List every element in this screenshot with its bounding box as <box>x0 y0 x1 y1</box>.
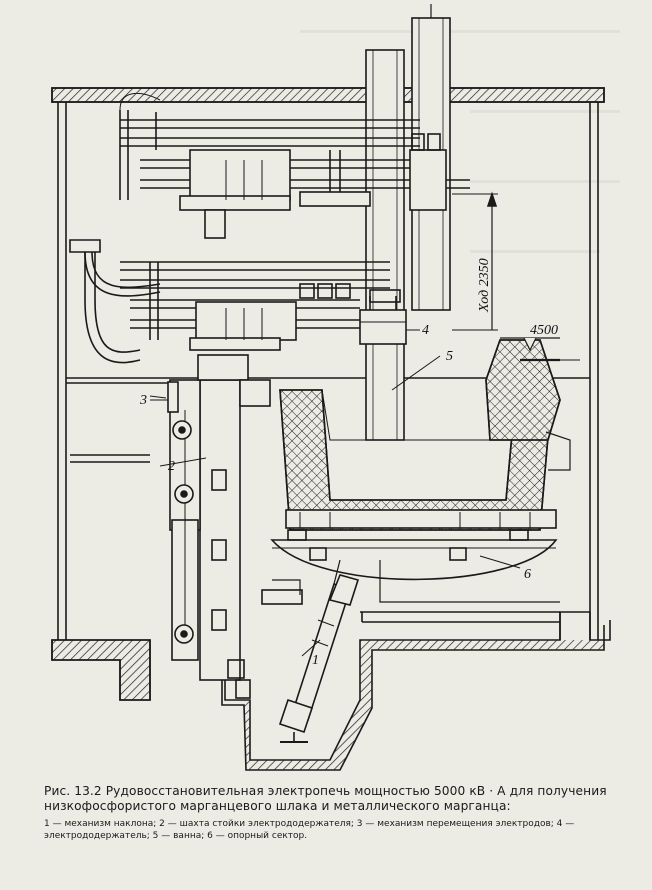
column-rollers <box>172 420 194 644</box>
caption-title: Рис. 13.2 Рудовосстановительная электроп… <box>44 784 607 813</box>
left-wall <box>57 102 67 640</box>
callout-3: 3 <box>139 393 147 408</box>
leader-lines <box>149 329 521 657</box>
callout-2: 2 <box>168 459 175 474</box>
electrode-front <box>365 49 405 441</box>
level-label: 4500 <box>530 323 558 338</box>
upper-holder <box>119 110 470 239</box>
bleed-through <box>470 110 620 113</box>
electrode-movement-mechanism <box>150 381 179 413</box>
lower-holder <box>120 261 401 351</box>
column-shaft <box>169 354 271 699</box>
level-mark <box>500 337 560 352</box>
caption-legend: 1 — механизм наклона; 2 — шахта стойки э… <box>44 819 575 841</box>
roof-slab <box>51 87 605 103</box>
bleed-through <box>300 30 620 33</box>
flexible-cables <box>69 92 161 364</box>
furnace-drawing: 1 2 3 4 5 6 Ход 2350 4500 <box>51 4 611 771</box>
bleed-through <box>470 250 600 253</box>
stroke-dimension <box>452 191 498 331</box>
figure-caption: Рис. 13.2 Рудовосстановительная электроп… <box>44 784 624 842</box>
bleed-through <box>470 180 620 183</box>
callout-5: 5 <box>446 349 453 364</box>
callout-6: 6 <box>524 567 531 582</box>
support-sector <box>261 529 560 605</box>
foundation-pit <box>51 611 611 771</box>
stroke-label: Ход 2350 <box>477 258 492 313</box>
tilt-mechanism <box>278 574 360 743</box>
electrode-holder <box>359 296 407 345</box>
furnace-bath <box>279 339 580 531</box>
callout-4: 4 <box>422 323 429 338</box>
right-wall <box>589 102 599 640</box>
callout-1: 1 <box>312 653 319 668</box>
